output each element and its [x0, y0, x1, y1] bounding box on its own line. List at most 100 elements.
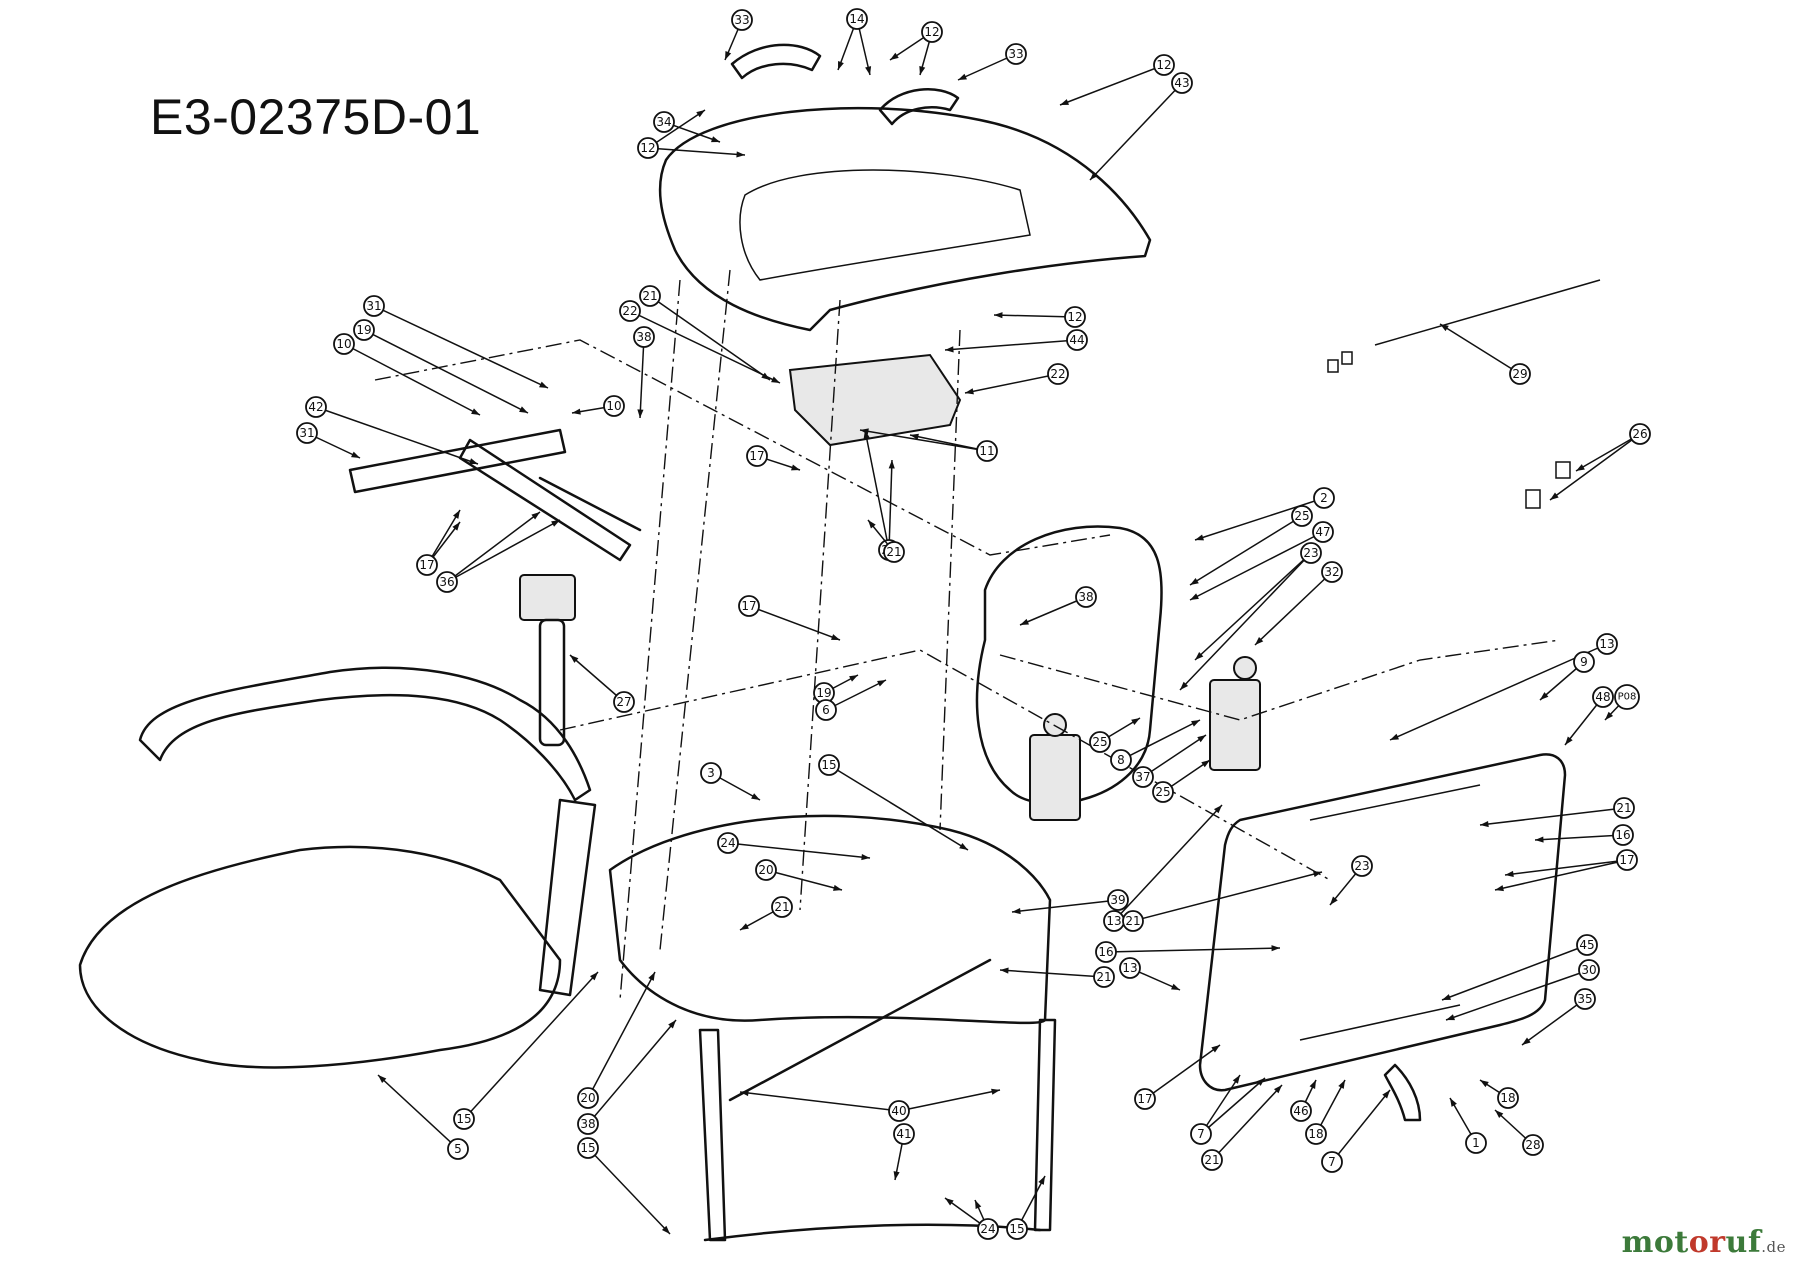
callout-37: 37 [1132, 734, 1207, 788]
callout-number: 38 [636, 330, 651, 344]
callout-number: 30 [1581, 963, 1596, 977]
callout-number: 17 [1137, 1092, 1152, 1106]
callout-bubble [296, 422, 318, 444]
callout-46: 46 [1290, 1079, 1317, 1122]
callout-bubble [1152, 781, 1174, 803]
callout-bubble [1110, 749, 1132, 771]
callout-11: 11 [859, 428, 998, 462]
callout-17: 17 [1494, 849, 1638, 892]
callout-arrowhead [661, 1225, 670, 1234]
callout-arrowhead [1550, 492, 1559, 500]
callout-arrowhead [1201, 760, 1210, 768]
callout-arrowhead [1090, 171, 1099, 180]
callout-arrowhead [1522, 1037, 1531, 1045]
callout-34: 34 [653, 111, 721, 143]
callout-number: 12 [640, 141, 655, 155]
callout-40: 40 [739, 1088, 1001, 1122]
callout-number: 42 [308, 400, 323, 414]
callout-leader-line [446, 519, 561, 583]
callout-bubble [771, 896, 793, 918]
callout-number: 12 [1156, 58, 1171, 72]
frame-leg-right [1033, 1018, 1057, 1232]
callout-arrowhead [838, 61, 844, 70]
callout-arrowhead [1211, 1045, 1220, 1053]
callout-arrowhead [1540, 692, 1549, 700]
callout-leader-line [343, 343, 481, 416]
callout-bubble [846, 8, 868, 30]
watermark-letter: f [1747, 1225, 1762, 1260]
callout-arrowhead [1505, 870, 1514, 878]
callout-number: 25 [1155, 785, 1170, 799]
callout-38: 38 [633, 326, 655, 419]
callout-number: 44 [1069, 333, 1084, 347]
callout-arrowhead [1195, 534, 1204, 541]
callout-number: 14 [849, 12, 864, 26]
callout-21: 21 [1122, 871, 1323, 932]
callout-leader-line [587, 1147, 671, 1235]
assembly-line-vertical-2 [659, 269, 731, 951]
side-handle [878, 88, 960, 126]
watermark-tld: .de [1761, 1238, 1786, 1256]
callout-arrowhead [1213, 805, 1222, 814]
callout-13: 13 [1119, 957, 1181, 991]
callout-leader-line [1105, 947, 1281, 953]
callout-25: 25 [1152, 759, 1211, 803]
callout-bubble [1573, 651, 1595, 673]
callout-leader-line [1194, 497, 1325, 541]
callout-number: 17 [1619, 853, 1634, 867]
callout-number: 37 [1135, 770, 1150, 784]
callout-arrowhead [991, 1088, 1000, 1095]
callout-leader-line [569, 654, 625, 703]
callout-21: 21 [867, 519, 905, 563]
callout-arrowhead [471, 408, 480, 415]
callout-leader-line [1575, 433, 1641, 472]
callout-20: 20 [577, 971, 656, 1109]
callout-number: 21 [774, 900, 789, 914]
callout-bubble [1095, 941, 1117, 963]
callout-18: 18 [1305, 1079, 1346, 1145]
callout-leader-line [864, 429, 890, 551]
callout-arrowhead [1535, 836, 1544, 843]
callout-3: 3 [700, 762, 761, 801]
control-box-right [1209, 679, 1261, 771]
callout-number: 7 [1328, 1155, 1336, 1169]
callout-arrowhead [711, 136, 720, 143]
callout-9: 9 [1539, 651, 1595, 701]
callout-leader-line [859, 429, 988, 452]
callout-arrowhead [1000, 967, 1009, 974]
callout-bubble [977, 1218, 999, 1240]
callout-number: 23 [1354, 859, 1369, 873]
armrest-tube [975, 525, 1163, 805]
callout-number: 21 [1204, 1153, 1219, 1167]
callout-17: 17 [746, 445, 801, 471]
callout-number: 22 [622, 304, 637, 318]
callout-12: 12 [889, 21, 943, 76]
callout-21: 21 [863, 429, 900, 561]
frame-leg-left [698, 1028, 727, 1242]
callout-bubble [1465, 1132, 1487, 1154]
callout-bubble [1629, 423, 1651, 445]
callout-arrowhead [1446, 1014, 1455, 1021]
callout-arrowhead [725, 51, 732, 60]
callout-bubble [1075, 586, 1097, 608]
callout-bubble [613, 691, 635, 713]
callout-leader-line [377, 1074, 459, 1150]
callout-48: 48 [1564, 686, 1614, 746]
callout-number: 38 [580, 1117, 595, 1131]
callout-bubble [1313, 487, 1335, 509]
callout-number: 23 [1303, 546, 1318, 560]
callout-12: 12 [637, 109, 746, 159]
seat-adjust-cross [538, 476, 642, 532]
callout-number: 26 [1632, 427, 1647, 441]
callout-arrowhead [668, 1020, 676, 1029]
callout-bubble [1497, 1087, 1519, 1109]
callout-arrowhead [1197, 735, 1206, 743]
callout-bubble [738, 595, 760, 617]
panel-slot-bottom [1299, 1004, 1461, 1041]
callout-bubble [1522, 1134, 1544, 1156]
callout-bubble [1190, 1123, 1212, 1145]
callout-23: 23 [1329, 855, 1373, 906]
seat-cushion-base [78, 845, 562, 1069]
callout-15: 15 [453, 971, 599, 1130]
callout-bubble [1153, 54, 1175, 76]
